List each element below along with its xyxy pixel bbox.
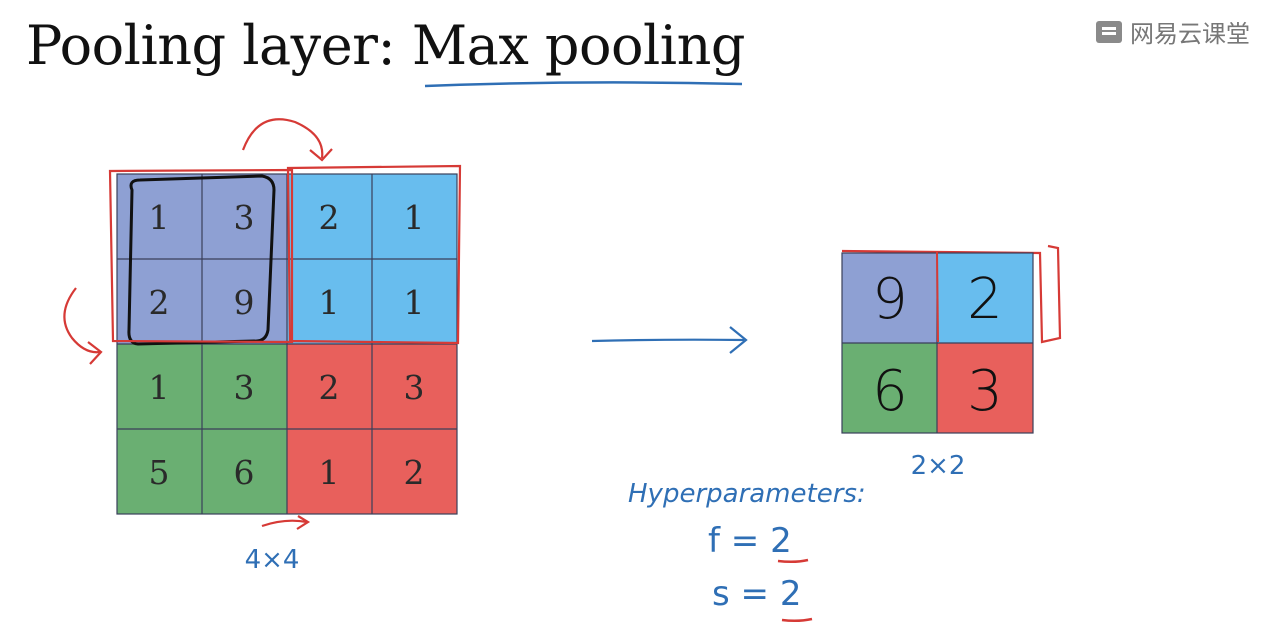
title-highlight: Max pooling: [411, 14, 746, 77]
output-cell: 2: [967, 267, 1003, 332]
input-cell: 2: [149, 283, 170, 322]
hyperparameter-f: f = 2: [708, 521, 792, 561]
output-cell-top-right: [937, 253, 1033, 343]
pooling-arrow: [591, 326, 748, 354]
input-cell: 2: [319, 198, 340, 237]
slide-title: Pooling layer: Max pooling: [26, 14, 745, 77]
title-prefix: Pooling layer:: [26, 14, 412, 77]
stride-arrow-left: [63, 287, 101, 354]
output-cell: 6: [872, 359, 908, 424]
stride-arrows: [63, 118, 333, 530]
input-cells: 1 3 2 1 2 9 1 1 1 3 2 3 5 6 1 2: [149, 198, 425, 492]
input-cell: 3: [234, 198, 255, 237]
input-cell: 9: [234, 283, 255, 322]
stride-arrow-left-head: [87, 341, 103, 365]
input-cell: 2: [404, 453, 425, 492]
input-cell: 1: [404, 283, 425, 322]
output-matrix: 9 2 6 3: [841, 252, 1034, 434]
input-cell: 1: [319, 453, 340, 492]
input-grid-lines: [116, 173, 458, 515]
hyperparameters: Hyperparameters: f = 2 s = 2: [628, 479, 866, 623]
input-size-label: 4×4: [245, 545, 300, 575]
output-cell: 9: [872, 267, 908, 332]
watermark-text: 网易云课堂: [1130, 20, 1250, 48]
output-size-label: 2×2: [911, 451, 966, 481]
red-window-box-2: [286, 164, 462, 345]
stride-arrow-top: [241, 118, 324, 159]
title-underline: [424, 81, 743, 88]
output-red-divider: [936, 251, 939, 343]
input-cell: 1: [404, 198, 425, 237]
input-cell: 5: [149, 453, 170, 492]
stride-arrow-top-head: [309, 148, 333, 162]
input-cell: 3: [234, 368, 255, 407]
input-cell: 1: [149, 368, 170, 407]
f-underline: [777, 558, 809, 564]
input-cell: 2: [319, 368, 340, 407]
output-cell: 3: [967, 359, 1003, 424]
watermark: 网易云课堂: [1096, 14, 1250, 49]
output-cell-bottom-right: [937, 343, 1033, 433]
hyperparameter-s: s = 2: [712, 574, 801, 614]
book-icon: [1096, 20, 1122, 43]
input-cell: 3: [404, 368, 425, 407]
input-matrix: 1 3 2 1 2 9 1 1 1 3 2 3 5 6 1 2: [116, 173, 458, 515]
s-underline: [781, 617, 813, 623]
hyperparameters-heading: Hyperparameters:: [628, 479, 866, 509]
stride-arrow-bottom: [261, 519, 308, 528]
input-cell: 1: [319, 283, 340, 322]
output-cell-bottom-left: [842, 343, 937, 433]
input-cell: 6: [234, 453, 255, 492]
output-cell-top-left: [842, 253, 937, 343]
input-cell: 1: [149, 198, 170, 237]
stride-arrow-bottom-head: [296, 515, 311, 530]
